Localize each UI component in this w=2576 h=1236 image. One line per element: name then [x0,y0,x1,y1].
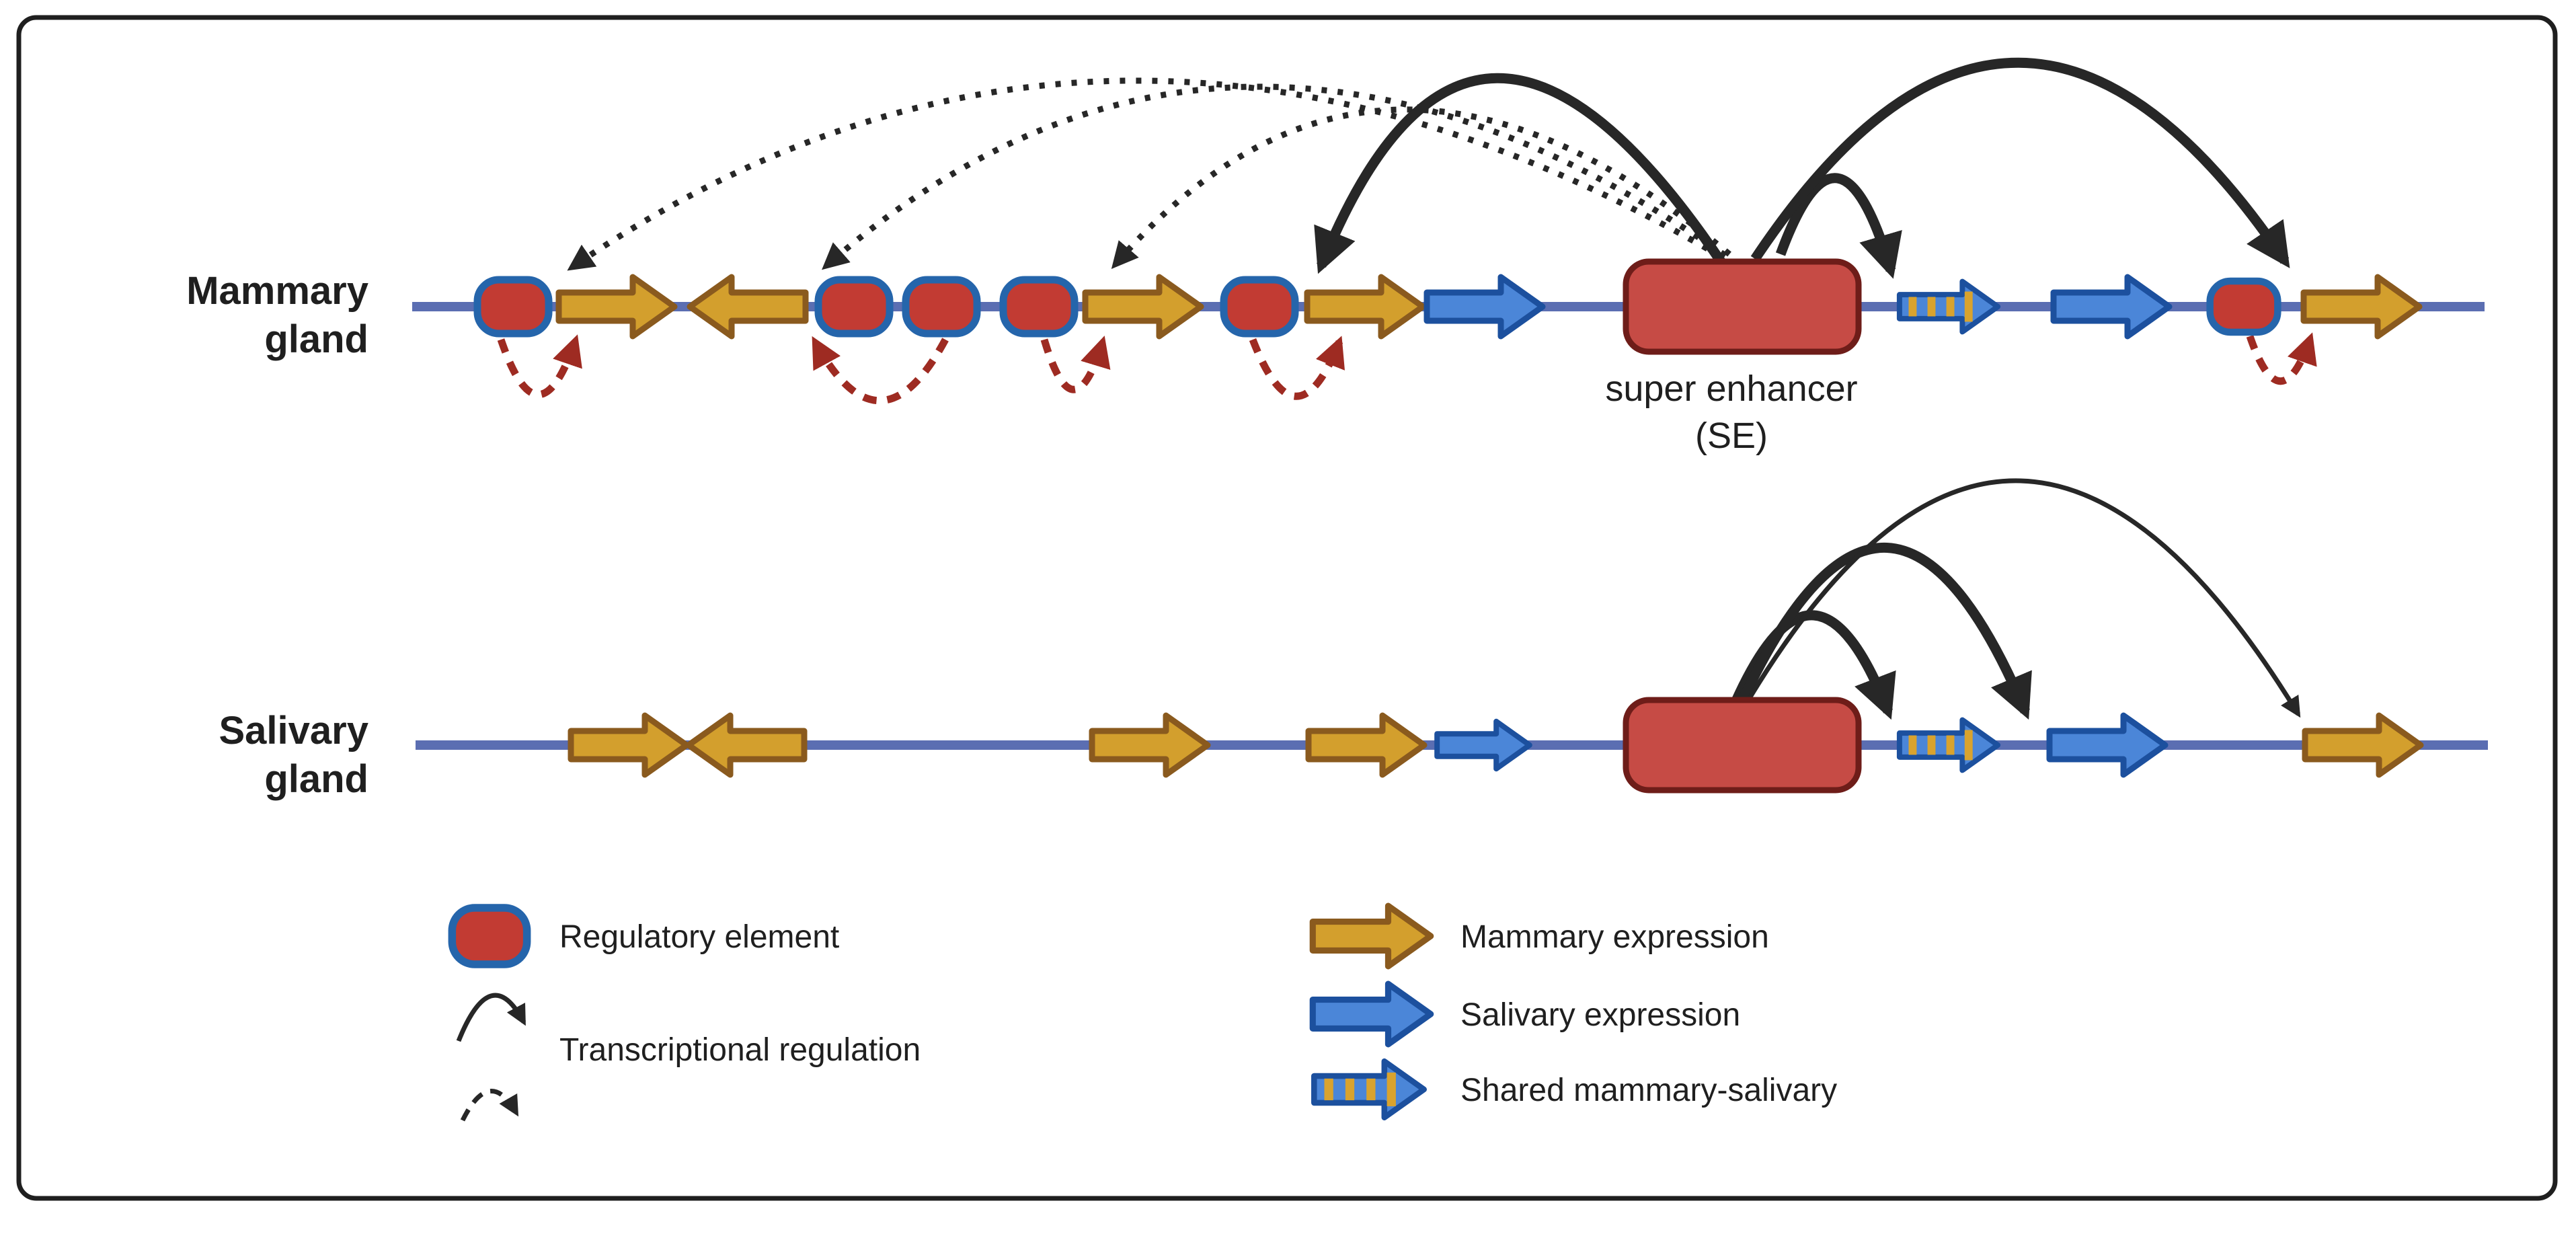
shared-gene-stripe [1946,297,1955,317]
mammary-gene-arrow [1082,274,1204,340]
figure-border [16,15,2558,1201]
shared-gene-stripe [1387,1072,1396,1107]
locus-row-mammary [412,57,2485,405]
mammary-gene-arrow [685,712,808,778]
regulatory-element [902,276,981,338]
salivary-gene-arrow [1423,274,1546,340]
super-enhancer [1623,258,1862,355]
shared-gene-stripe [1345,1078,1355,1101]
regulation-arc-solid [1748,478,2301,718]
self-regulation-loop [2246,332,2317,385]
shared-gene-stripe [1927,735,1936,755]
salivary-gene-arrow [2046,712,2169,778]
shared-gene-stripe [1964,730,1973,761]
regulation-arc-solid [1314,73,1726,274]
legend-label-salivary-expression: Salivary expression [1460,997,1740,1033]
salivary-gene-arrow [2050,274,2173,340]
salivary-gene-arrow [1309,980,1434,1048]
regulation-arc-solid [1738,542,2032,720]
mammary-gland-row-label-line2: gland [264,317,368,361]
mammary-gland-row-label-line1: Mammary [186,269,368,313]
mammary-gene-arrow [1304,274,1426,340]
shared-gene-stripe [1946,735,1955,755]
salivary-gland-row-label-line2: gland [264,757,368,801]
self-regulation-loop [812,336,949,405]
super-enhancer [1623,697,1862,794]
mammary-gene-arrow [568,712,690,778]
legend-label-transcriptional-regulation: Transcriptional regulation [559,1032,921,1068]
regulatory-element [2206,277,2281,336]
mammary-gene-arrow [1305,712,1428,778]
generated-diagram-layer [412,57,2488,1122]
transcriptional-regulation-solid-arc-icon [456,993,526,1042]
legend [448,902,1434,1122]
transcriptional-regulation-dashed-arc-icon [460,1089,519,1122]
shared-gene-stripe [1908,297,1917,317]
regulatory-element [448,904,531,968]
legend-label-mammary-expression: Mammary expression [1460,919,1769,955]
mammary-gene-arrow [1089,712,1211,778]
salivary-gland-row-label-line1: Salivary [219,709,368,752]
legend-label-shared-mammary-salivary: Shared mammary-salivary [1460,1073,1837,1108]
mammary-gene-arrow [555,274,678,340]
legend-label-regulatory-element: Regulatory element [559,919,839,955]
regulatory-element [473,276,553,338]
salivary-gene-arrow [1434,718,1532,772]
regulatory-element [999,276,1079,338]
self-regulation-loop [497,334,582,398]
regulation-arc-solid [1775,173,1902,279]
regulation-arc-solid [1750,57,2290,268]
regulatory-element [814,276,894,338]
mammary-gene-arrow [2302,712,2424,778]
shared-gene-stripe [1324,1078,1333,1101]
mammary-gene-arrow [687,274,809,340]
regulatory-element [1220,276,1299,338]
shared-gene-stripe [1964,291,1973,322]
mammary-gene-arrow [2300,274,2423,340]
super-enhancer-label-line2: (SE) [1695,416,1768,456]
shared-gene-stripe [1908,735,1917,755]
mammary-gene-arrow [1309,902,1434,970]
self-regulation-loop [1040,336,1111,393]
super-enhancer-label-line1: super enhancer [1605,369,1857,409]
shared-gene-stripe [1366,1078,1376,1101]
locus-row-salivary [416,478,2488,794]
self-regulation-loop [1249,336,1345,400]
shared-gene-stripe [1927,297,1936,317]
